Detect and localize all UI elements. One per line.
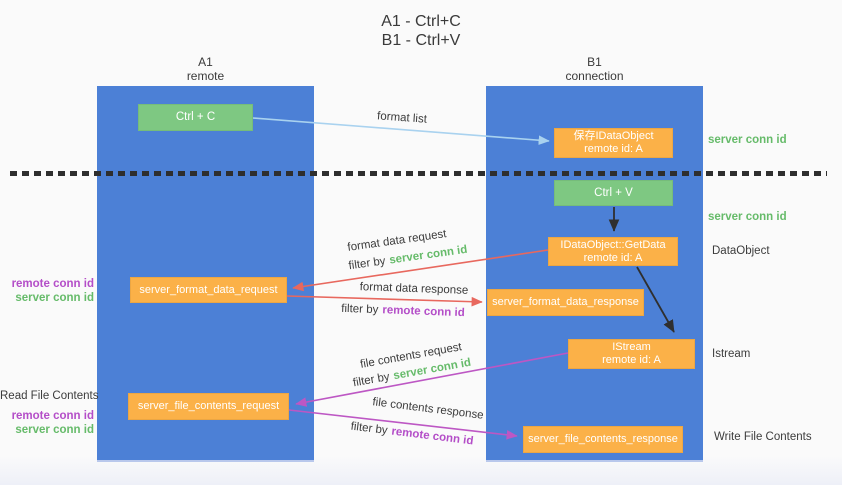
- istream-annotation: Istream: [712, 348, 751, 360]
- ctrl-v-label: Ctrl + V: [594, 186, 633, 199]
- server-format-data-request-node: server_format_data_request: [130, 277, 287, 303]
- filter-by-text: filter by: [347, 255, 387, 273]
- file-response-label: server_file_contents_response: [528, 433, 678, 445]
- istream-line1: IStream: [612, 341, 651, 353]
- ctrl-c-node: Ctrl + C: [138, 104, 253, 131]
- save-idataobject-node: 保存IDataObject remote id: A: [554, 128, 673, 158]
- read-file-contents-annotation: Read File Contents: [0, 390, 99, 402]
- format-request-label: server_format_data_request: [139, 283, 278, 296]
- diagram-title: A1 - Ctrl+C B1 - Ctrl+V: [0, 12, 842, 50]
- istream-node: IStream remote id: A: [568, 339, 695, 369]
- remote-conn-id-text: remote conn id: [390, 425, 475, 448]
- server-conn-id-annotation-left-1: server conn id: [15, 292, 94, 304]
- format-response-label: server_format_data_response: [492, 296, 639, 308]
- format-data-response-label: format data response: [359, 281, 469, 297]
- getdata-line1: IDataObject::GetData: [560, 238, 666, 251]
- idataobject-getdata-node: IDataObject::GetData remote id: A: [548, 237, 678, 266]
- getdata-line2: remote id: A: [583, 251, 643, 264]
- save-idataobject-line2: remote id: A: [584, 143, 643, 155]
- file-contents-response-label: file contents response: [371, 396, 485, 422]
- save-idataobject-line1: 保存IDataObject: [573, 130, 654, 142]
- server-format-data-response-node: server_format_data_response: [487, 289, 644, 316]
- lane-b1-subtitle: connection: [565, 69, 624, 83]
- lane-a1-subtitle: remote: [186, 69, 225, 83]
- arrow-format-data-response: [286, 295, 483, 307]
- filter-by-text: filter by: [349, 420, 389, 437]
- lane-b1-name: B1: [587, 55, 602, 69]
- title-line-1: A1 - Ctrl+C: [381, 13, 461, 30]
- ctrl-v-node: Ctrl + V: [554, 180, 673, 206]
- filter-by-text: filter by: [352, 371, 391, 390]
- format-list-label: format list: [376, 110, 428, 126]
- server-conn-id-annotation-1: server conn id: [708, 134, 787, 146]
- server-conn-id-annotation-left-2: server conn id: [15, 424, 94, 436]
- remote-conn-id-annotation-left-2: remote conn id: [11, 410, 94, 422]
- remote-conn-id-annotation-left-1: remote conn id: [11, 278, 94, 290]
- lane-header-b1: B1 connection: [486, 55, 703, 83]
- remote-conn-id-text: remote conn id: [382, 304, 465, 320]
- server-conn-id-text: server conn id: [388, 243, 469, 267]
- filter-by-text: filter by: [341, 302, 379, 317]
- write-file-contents-annotation: Write File Contents: [714, 431, 812, 443]
- server-file-contents-request-node: server_file_contents_request: [128, 393, 289, 420]
- server-conn-id-annotation-2: server conn id: [708, 211, 787, 223]
- title-line-2: B1 - Ctrl+V: [381, 32, 461, 49]
- ctrl-c-label: Ctrl + C: [175, 111, 216, 123]
- lane-a1-name: A1: [198, 55, 213, 69]
- server-file-contents-response-node: server_file_contents_response: [523, 426, 683, 453]
- istream-line2: remote id: A: [602, 354, 661, 366]
- dataobject-annotation: DataObject: [712, 245, 770, 257]
- lane-header-a1: A1 remote: [97, 55, 314, 83]
- file-request-label: server_file_contents_request: [137, 400, 280, 412]
- dotted-divider-line: [10, 171, 827, 176]
